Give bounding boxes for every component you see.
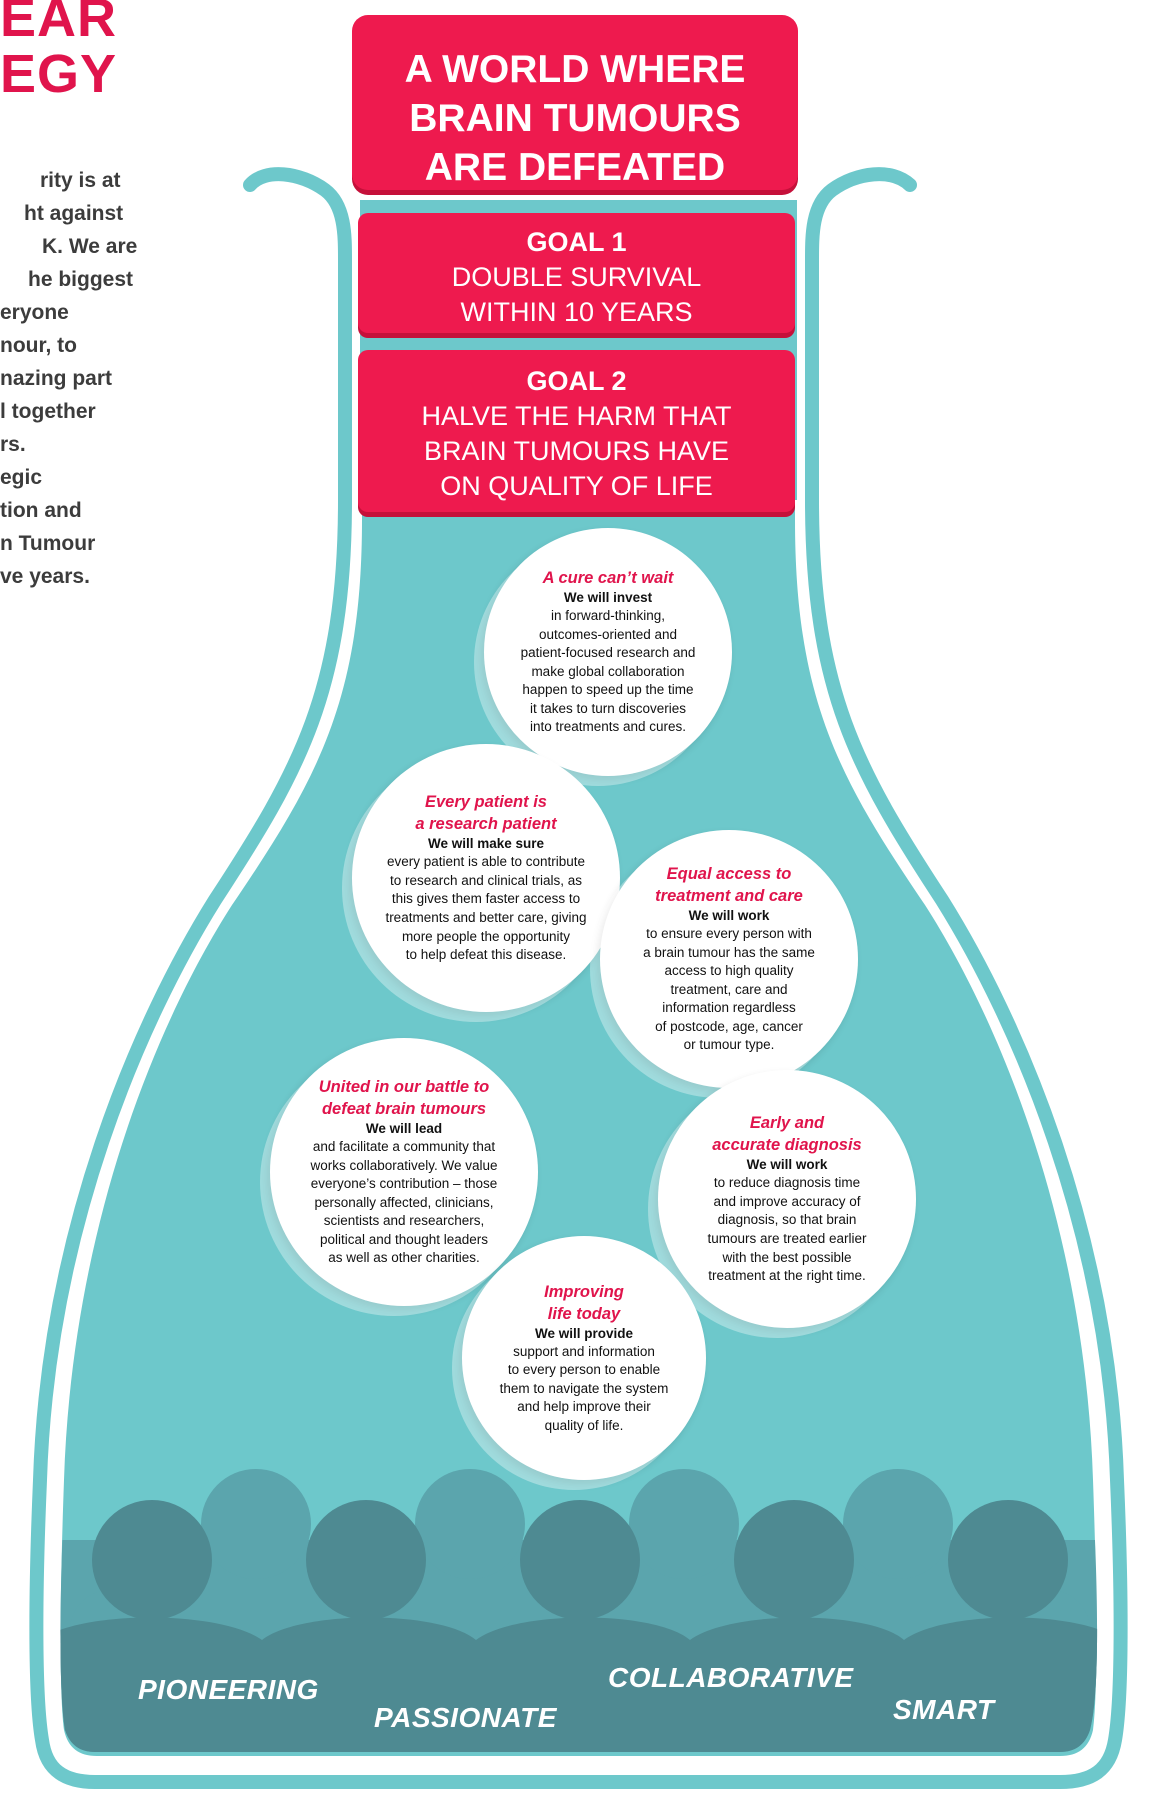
intro-line: n Tumour — [0, 532, 96, 555]
flask-outline — [29, 167, 1128, 1789]
goal-1-banner: GOAL 1 DOUBLE SURVIVAL WITHIN 10 YEARS — [358, 213, 795, 333]
value-collaborative: COLLABORATIVE — [608, 1662, 854, 1693]
circle-heading: accurate diagnosis — [712, 1136, 862, 1155]
circle-body-line: and help improve their — [517, 1399, 651, 1415]
circle-heading: Improving — [544, 1282, 624, 1301]
intro-line: l together — [0, 400, 96, 423]
circle-body-line: into treatments and cures. — [529, 719, 687, 735]
circle-body-line: in forward-thinking, — [550, 607, 666, 623]
circle-lead: We will work — [688, 907, 770, 923]
vision-banner: A WORLD WHERE BRAIN TUMOURS ARE DEFEATED — [352, 15, 798, 190]
people-figures — [60, 1469, 1098, 1752]
circle-body-line: happen to speed up the time — [522, 682, 694, 698]
circle-body-line: diagnosis, so that brain — [717, 1212, 857, 1228]
circle-heading: defeat brain tumours — [321, 1099, 487, 1118]
circle-body-line: outcomes-oriented and — [538, 626, 678, 642]
intro-line: rs. — [0, 433, 26, 456]
flask-liquid — [60, 470, 1097, 1756]
circle-united: United in our battle to defeat brain tum… — [270, 1038, 538, 1306]
circle-body-line: and facilitate a community that — [312, 1138, 496, 1154]
circle-body-line: with the best possible — [722, 1249, 852, 1265]
circle-body-line: and improve accuracy of — [713, 1193, 861, 1209]
goal-2-line: HALVE THE HARM THAT — [421, 401, 732, 431]
circle-body-line: more people the opportunity — [401, 928, 571, 944]
circle-body-line: to research and clinical trials, as — [389, 872, 583, 888]
circle-body-line: as well as other charities. — [328, 1250, 480, 1266]
circle-heading: Early and — [749, 1114, 825, 1133]
circle-body-line: to help defeat this disease. — [405, 947, 567, 963]
circle-body-line: treatment, care and — [670, 981, 788, 997]
intro-line: K. We are — [42, 235, 138, 258]
circle-body-line: of postcode, age, cancer — [655, 1018, 803, 1034]
circle-heading: Equal access to — [666, 864, 792, 883]
intro-line: he biggest — [28, 268, 134, 291]
strategy-heading: EAR EGY — [0, 0, 118, 104]
value-pioneering: PIONEERING — [138, 1674, 319, 1705]
vision-line: A WORLD WHERE — [404, 48, 746, 91]
goal-2-line: BRAIN TUMOURS HAVE — [423, 436, 730, 466]
circle-body-line: scientists and researchers, — [323, 1213, 485, 1229]
circle-body-line: tumours are treated earlier — [707, 1231, 867, 1246]
goal-2-line: ON QUALITY OF LIFE — [440, 471, 713, 501]
circle-lead: We will invest — [563, 589, 653, 605]
circle-body-line: personally affected, clinicians, — [314, 1194, 494, 1210]
intro-line: ht against — [24, 202, 124, 225]
intro-line: nazing part — [0, 367, 113, 390]
circle-body-line: a brain tumour has the same — [643, 944, 815, 960]
intro-line: ve years. — [0, 565, 90, 588]
circle-cure-cant-wait: A cure can’t wait We will invest in forw… — [484, 528, 732, 776]
circle-body-line: everyone’s contribution – those — [310, 1176, 498, 1192]
circle-body-line: them to navigate the system — [499, 1380, 669, 1396]
circle-body-line: it takes to turn discoveries — [529, 700, 687, 716]
circle-improving-life: Improving life today We will provide sup… — [462, 1236, 706, 1480]
intro-line: eryone — [0, 301, 69, 324]
circle-body-line: every patient is able to contribute — [386, 854, 586, 870]
circle-body-line: political and thought leaders — [319, 1231, 489, 1247]
circle-lead: We will lead — [365, 1120, 443, 1136]
heading-line-2: EGY — [0, 44, 118, 104]
circle-body-line: support and information — [513, 1343, 655, 1359]
circle-lead: We will make sure — [427, 836, 545, 852]
circle-heading: life today — [547, 1304, 621, 1323]
circle-body-line: to every person to enable — [507, 1362, 661, 1378]
vision-line: BRAIN TUMOURS — [409, 97, 741, 140]
intro-line: rity is at — [40, 169, 121, 192]
circle-research-patient: Every patient is a research patient We w… — [352, 744, 620, 1012]
circle-early-diagnosis: Early and accurate diagnosis We will wor… — [658, 1070, 916, 1328]
circle-heading: treatment and care — [655, 886, 803, 905]
circle-body-line: treatment at the right time. — [708, 1268, 866, 1284]
value-smart: SMART — [893, 1694, 995, 1725]
goal-1-title: GOAL 1 — [526, 227, 627, 257]
circle-body-line: or tumour type. — [683, 1037, 775, 1053]
circle-body-line: to ensure every person with — [646, 925, 812, 941]
circle-heading: a research patient — [415, 815, 557, 834]
circle-body-line: quality of life. — [544, 1417, 624, 1433]
circle-body-line: treatments and better care, giving — [385, 910, 587, 925]
circle-heading: United in our battle to — [318, 1077, 490, 1096]
circle-heading: Every patient is — [425, 793, 547, 812]
goal-1-line: WITHIN 10 YEARS — [460, 297, 693, 327]
goal-2-banner: GOAL 2 HALVE THE HARM THAT BRAIN TUMOURS… — [358, 350, 795, 512]
intro-line: nour, to — [0, 334, 77, 357]
circle-lead: We will provide — [534, 1325, 634, 1341]
circle-body-line: access to high quality — [664, 963, 794, 979]
circle-body-line: to reduce diagnosis time — [713, 1175, 861, 1191]
circle-heading: A cure can’t wait — [542, 568, 674, 587]
circle-body-line: information regardless — [662, 1000, 796, 1016]
heading-line-1: EAR — [0, 0, 118, 48]
goal-1-line: DOUBLE SURVIVAL — [451, 262, 702, 292]
circle-body-line: this gives them faster access to — [391, 891, 581, 907]
circle-lead: We will work — [746, 1157, 828, 1173]
vision-line: ARE DEFEATED — [424, 146, 726, 189]
circle-body-line: patient-focused research and — [520, 645, 696, 661]
intro-line: tion and — [0, 499, 82, 522]
circle-equal-access: Equal access to treatment and care We wi… — [600, 830, 858, 1088]
circle-body-line: works collaboratively. We value — [310, 1157, 498, 1173]
value-passionate: PASSIONATE — [374, 1702, 557, 1733]
intro-line: egic — [0, 466, 43, 489]
goal-2-title: GOAL 2 — [526, 366, 627, 396]
circle-body-line: make global collaboration — [531, 663, 685, 679]
